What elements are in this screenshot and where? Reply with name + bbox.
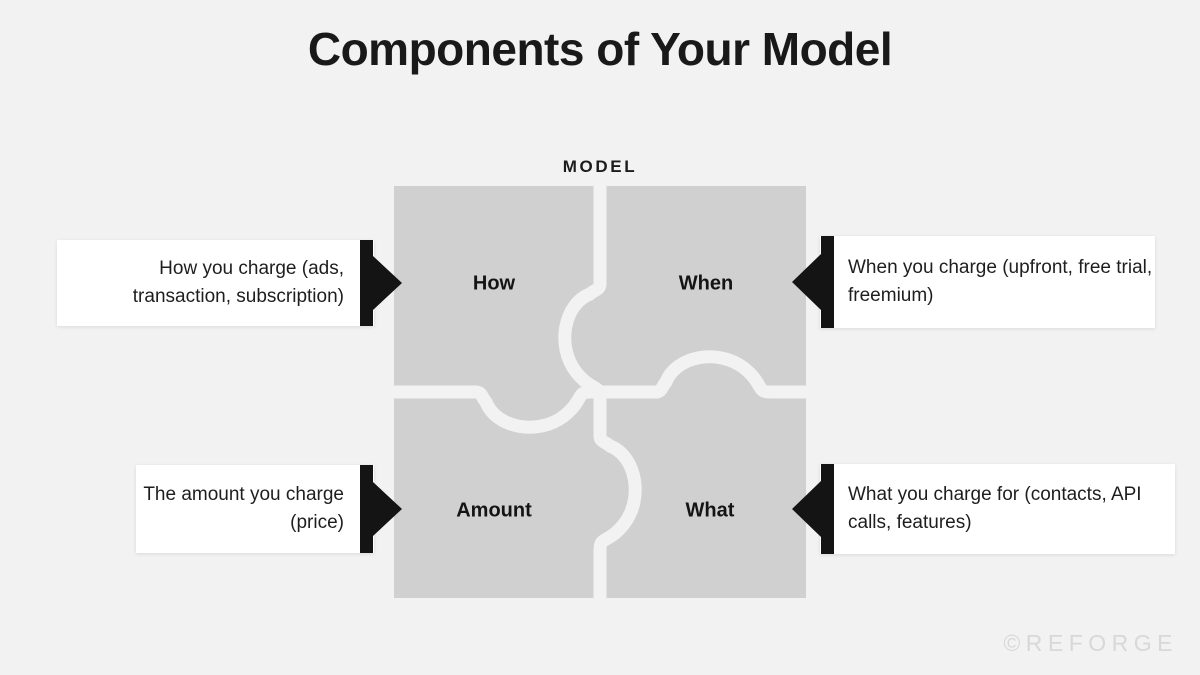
diagram-model-label: MODEL: [562, 157, 638, 176]
puzzle-piece-amount[interactable]: Amount: [456, 499, 532, 522]
puzzle-seams: [394, 186, 806, 598]
puzzle-piece-when[interactable]: When: [678, 272, 734, 295]
seam-horizontal-left: [394, 385, 607, 434]
callout-what-text: What you charge for (contacts, API calls…: [848, 484, 1142, 533]
callout-when: When you charge (upfront, free trial, fr…: [792, 236, 1155, 328]
seam-vertical-lower: [593, 385, 642, 598]
callout-amount-text: The amount you charge (price): [143, 484, 344, 533]
page-title: Components of Your Model: [307, 23, 893, 75]
puzzle-piece-what[interactable]: What: [685, 499, 735, 522]
puzzle-piece-how[interactable]: How: [472, 272, 516, 295]
callout-how: How you charge (ads, transaction, subscr…: [57, 240, 402, 326]
puzzle-svg: [394, 186, 806, 598]
callout-amount: The amount you charge (price): [136, 465, 402, 553]
callout-when-text: When you charge (upfront, free trial, fr…: [848, 257, 1153, 306]
callout-what: What you charge for (contacts, API calls…: [792, 464, 1175, 554]
reforge-watermark: ©REFORGE: [1003, 630, 1178, 656]
seam-horizontal-right: [593, 350, 806, 399]
puzzle-diagram: How When Amount What: [394, 186, 806, 598]
callout-how-text: How you charge (ads, transaction, subscr…: [132, 258, 344, 307]
